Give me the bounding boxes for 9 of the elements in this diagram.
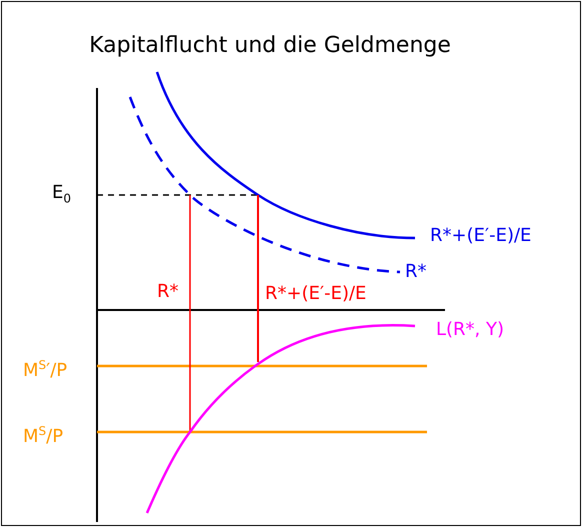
chart-title: Kapitalflucht und die Geldmenge — [88, 33, 452, 58]
line-label: R* — [157, 282, 179, 302]
line-label: R*+(E′-E)/E — [265, 284, 366, 304]
curve-label: R* — [405, 262, 427, 282]
axis-label: E$_{0}$ — [52, 183, 72, 208]
curve-label: L(R*, Y) — [436, 320, 504, 340]
axis-label: M$^{S}$/P — [23, 423, 64, 447]
curve-label: R*+(E′-E)/E — [430, 226, 532, 246]
axis-label: M$^{S}$′/P — [23, 357, 68, 381]
